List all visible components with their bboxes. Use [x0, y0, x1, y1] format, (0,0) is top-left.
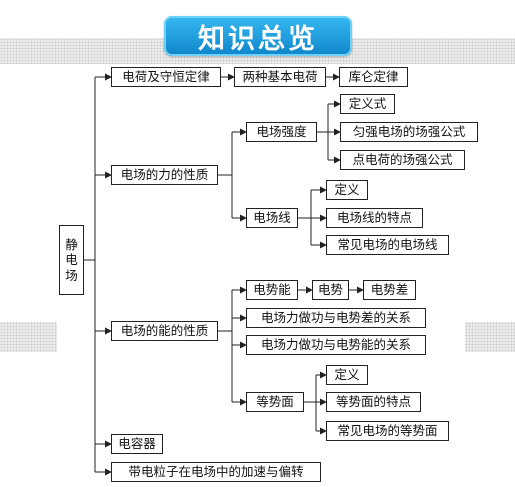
- node-point-charge-formula: 点电荷的场强公式: [340, 150, 465, 170]
- node-two-charges: 两种基本电荷: [234, 67, 326, 87]
- node-work-vs-potential-energy: 电场力做功与电势能的关系: [246, 335, 426, 355]
- node-capacitor: 电容器: [111, 434, 163, 454]
- root-char-2: 电: [65, 252, 78, 268]
- node-equipotential-surface: 等势面: [246, 392, 304, 412]
- node-potential-difference: 电势差: [363, 280, 416, 300]
- node-coulomb-law: 库仑定律: [339, 67, 408, 87]
- node-common-field-lines: 常见电场的电场线: [326, 235, 449, 255]
- node-uniform-field-formula: 匀强电场的场强公式: [340, 122, 478, 142]
- node-potential: 电势: [312, 280, 349, 300]
- root-node: 静 电 场: [59, 225, 84, 295]
- node-force-property: 电场的力的性质: [111, 165, 218, 185]
- node-equipotential-features: 等势面的特点: [326, 392, 421, 412]
- node-field-line-features: 电场线的特点: [326, 208, 423, 228]
- root-char-3: 场: [65, 267, 78, 283]
- node-potential-energy: 电势能: [246, 280, 298, 300]
- title-badge: 知识总览: [164, 16, 352, 56]
- node-field-intensity: 电场强度: [246, 122, 317, 142]
- node-equipotential-definition: 定义: [326, 365, 368, 385]
- node-field-line: 电场线: [246, 208, 298, 228]
- root-char-1: 静: [65, 236, 78, 252]
- node-common-equipotentials: 常见电场的等势面: [326, 421, 449, 441]
- node-charged-particle-motion: 带电粒子在电场中的加速与偏转: [111, 462, 321, 482]
- node-field-line-definition: 定义: [326, 180, 368, 200]
- node-work-vs-potential-difference: 电场力做功与电势差的关系: [246, 308, 426, 328]
- node-charge-conservation: 电荷及守恒定律: [111, 67, 221, 87]
- node-intensity-definition: 定义式: [340, 94, 395, 114]
- node-energy-property: 电场的能的性质: [111, 321, 218, 341]
